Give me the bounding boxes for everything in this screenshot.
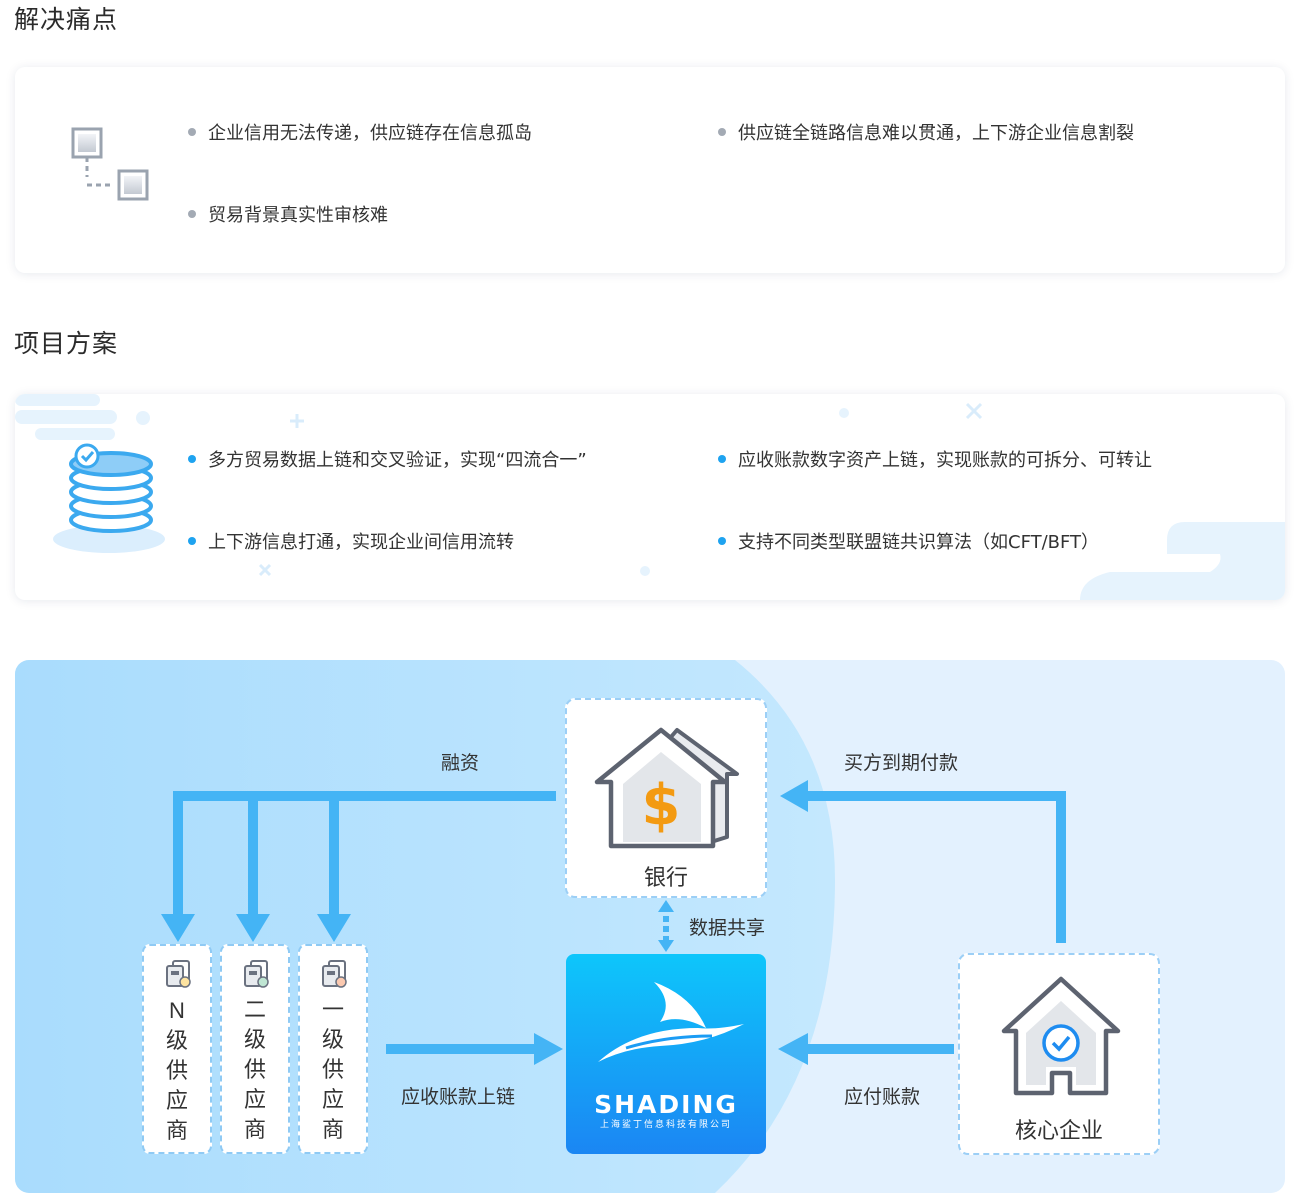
database-check-icon <box>53 443 165 553</box>
solution-card: 多方贸易数据上链和交叉验证，实现“四流合一” 应收账款数字资产上链，实现账款的可… <box>15 394 1285 600</box>
brand-subtitle: 上海鲨丁信息科技有限公司 <box>599 1120 732 1130</box>
supplier-doc-icon <box>244 960 269 988</box>
supplier-doc-icon <box>322 960 347 988</box>
brand-name: SHADING <box>594 1090 738 1119</box>
shark-fin-logo <box>598 982 744 1062</box>
supplier-1-label: 一级供应商 <box>321 998 344 1143</box>
dollar-sign: $ <box>642 773 681 838</box>
label-receivable-onchain: 应收账款上链 <box>401 1086 516 1108</box>
solution-item: 支持不同类型联盟链共识算法（如CFT/BFT） <box>718 528 1099 554</box>
label-buyer-payment: 买方到期付款 <box>844 752 959 774</box>
shading-logo-box: SHADING 上海鲨丁信息科技有限公司 <box>566 954 766 1154</box>
house-dollar-icon: $ <box>594 727 739 849</box>
pain-point-item: 企业信用无法传递，供应链存在信息孤岛 <box>188 119 532 145</box>
decorative-background <box>15 394 1285 600</box>
network-nodes-icon <box>71 127 149 201</box>
solution-item: 上下游信息打通，实现企业间信用流转 <box>188 528 514 554</box>
pain-point-item: 贸易背景真实性审核难 <box>188 201 388 227</box>
solution-item: 多方贸易数据上链和交叉验证，实现“四流合一” <box>188 446 587 472</box>
supplier-2-label: 二级供应商 <box>243 998 266 1143</box>
core-enterprise-label: 核心企业 <box>1014 1119 1103 1144</box>
supplier-level-2: 二级供应商 <box>220 944 290 1154</box>
solution-item: 应收账款数字资产上链，实现账款的可拆分、可转让 <box>718 446 1152 472</box>
section-title-pain-points: 解决痛点 <box>14 5 119 34</box>
supplier-level-1: 一级供应商 <box>298 944 368 1154</box>
pain-points-card: 企业信用无法传递，供应链存在信息孤岛 供应链全链路信息难以贯通，上下游企业信息割… <box>15 67 1285 273</box>
pain-point-item: 供应链全链路信息难以贯通，上下游企业信息割裂 <box>718 119 1134 145</box>
bank-label: 银行 <box>643 866 688 891</box>
label-financing: 融资 <box>441 752 480 774</box>
house-check-icon <box>1001 976 1121 1096</box>
section-title-solution: 项目方案 <box>14 329 119 358</box>
supplier-doc-icon <box>166 960 191 988</box>
core-enterprise-node: 核心企业 <box>958 953 1160 1155</box>
bank-node: $ 银行 <box>565 698 767 898</box>
label-data-sharing: 数据共享 <box>689 917 766 939</box>
label-payable: 应付账款 <box>844 1086 921 1108</box>
